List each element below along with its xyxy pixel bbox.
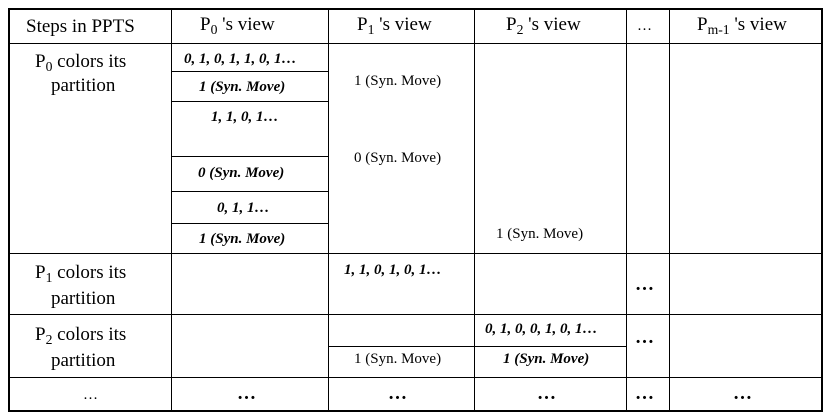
row-label-p0-line1: P0 colors its — [35, 51, 127, 74]
column-divider — [626, 8, 627, 412]
header-ellipsis: … — [637, 18, 652, 34]
p0-cell-syn-move-3: 1 (Syn. Move) — [199, 231, 286, 247]
p2-cell-syn-move: 1 (Syn. Move) — [496, 226, 584, 242]
p0-subcell-separator — [171, 223, 328, 224]
header-p0-view: P0 's view — [200, 14, 275, 37]
table-border-top — [8, 8, 823, 10]
p0-cell-sequence-2: 1, 1, 0, 1… — [211, 109, 279, 125]
table-border-left — [8, 8, 10, 412]
row4-p1-ellipsis: … — [388, 383, 408, 404]
row4-steps-ellipsis: … — [83, 387, 98, 403]
row-label-p1-line1: P1 colors its — [35, 262, 127, 285]
p0-cell-syn-move-2: 0 (Syn. Move) — [198, 165, 285, 181]
row4-p2-ellipsis: … — [537, 383, 557, 404]
p2-cell-sequence: 0, 1, 0, 0, 1, 0, 1… — [485, 321, 598, 337]
p0-cell-syn-move-1: 1 (Syn. Move) — [199, 79, 286, 95]
p0-cell-sequence-1: 0, 1, 0, 1, 1, 0, 1… — [184, 51, 297, 67]
p2-cell-syn-move-row3: 1 (Syn. Move) — [503, 351, 590, 367]
p0-subcell-separator — [171, 101, 328, 102]
row-label-p1-line2: partition — [51, 288, 116, 309]
column-divider — [171, 8, 172, 412]
p1-cell-syn-move-2: 0 (Syn. Move) — [354, 150, 442, 166]
row-label-p0-line2: partition — [51, 75, 116, 96]
p1-cell-syn-move-row3: 1 (Syn. Move) — [354, 351, 442, 367]
row-separator — [8, 253, 823, 254]
p0-subcell-separator — [171, 71, 328, 72]
header-p2-view: P2 's view — [506, 14, 581, 37]
row-separator — [8, 314, 823, 315]
header-separator — [8, 43, 823, 44]
row2-ellipsis: … — [635, 274, 655, 295]
row4-p0-ellipsis: … — [237, 383, 257, 404]
p0-subcell-separator — [171, 191, 328, 192]
p1-cell-syn-move-1: 1 (Syn. Move) — [354, 73, 442, 89]
column-divider — [669, 8, 670, 412]
table-border-right — [821, 8, 823, 412]
row3-ellipsis: … — [635, 327, 655, 348]
header-p1-view: P1 's view — [357, 14, 432, 37]
p1-subcell-separator — [328, 346, 474, 347]
table-border-bottom — [8, 410, 823, 412]
row-separator — [8, 377, 823, 378]
row4-mid-ellipsis: … — [635, 383, 655, 404]
p1-cell-sequence: 1, 1, 0, 1, 0, 1… — [344, 262, 442, 278]
row4-pm1-ellipsis: … — [733, 383, 753, 404]
header-pm1-view: Pm-1 's view — [697, 14, 787, 37]
p0-cell-sequence-3: 0, 1, 1… — [217, 200, 270, 216]
p0-subcell-separator — [171, 156, 328, 157]
row-label-p2-line2: partition — [51, 350, 116, 371]
column-divider — [328, 8, 329, 412]
header-steps: Steps in PPTS — [26, 16, 135, 37]
p2-subcell-separator — [474, 346, 626, 347]
row-label-p2-line1: P2 colors its — [35, 324, 127, 347]
column-divider — [474, 8, 475, 412]
